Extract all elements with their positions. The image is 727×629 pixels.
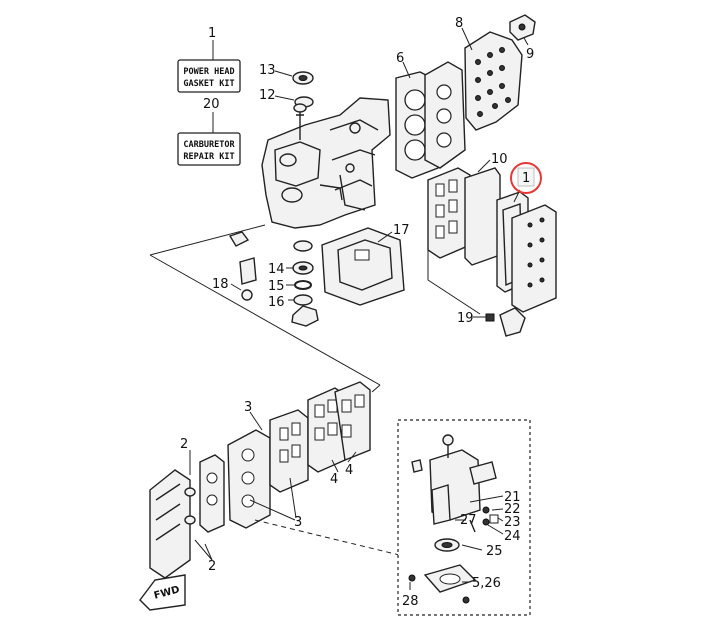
- part-4-reed-valve[interactable]: 4 4: [307, 381, 371, 487]
- part-11-cover-gasket[interactable]: 1: [496, 162, 557, 313]
- part-9-thermostat-cover[interactable]: 9: [509, 14, 536, 62]
- part-14-oil-seal[interactable]: 14: [268, 240, 314, 277]
- part-3-reed-valve-gasket[interactable]: 3 3: [227, 400, 309, 530]
- part-2-silencer-gasket[interactable]: 2 2: [149, 437, 225, 579]
- power-head-gasket-kit[interactable]: 1 POWER HEAD GASKET KIT: [177, 26, 241, 93]
- callout-5-26[interactable]: 5,26: [472, 576, 501, 591]
- kit-line-1: POWER HEAD: [183, 67, 234, 77]
- callout-9: 9: [526, 47, 534, 62]
- highlight-circle: [510, 162, 542, 194]
- callout-6: 6: [396, 51, 404, 66]
- kit-line-3: CARBURETOR: [183, 140, 235, 150]
- callout-1: 1: [522, 171, 530, 186]
- callout-25[interactable]: 25: [486, 544, 503, 559]
- callout-27[interactable]: 27: [460, 513, 477, 528]
- callout-8: 8: [455, 16, 463, 31]
- part-8-cover-gasket[interactable]: 8: [455, 16, 523, 131]
- callout-17: 17: [393, 223, 410, 238]
- callout-28[interactable]: 28: [402, 594, 419, 609]
- callout-2a: 2: [180, 437, 188, 452]
- callout-22[interactable]: 22: [504, 502, 521, 517]
- callout-10: 10: [491, 152, 508, 167]
- callout-21[interactable]: 21: [504, 490, 521, 505]
- carburetor-repair-kit[interactable]: 20 CARBURETOR REPAIR KIT: [177, 97, 241, 166]
- callout-23[interactable]: 23: [504, 515, 521, 530]
- fwd-arrow: FWD: [139, 574, 186, 611]
- part-18-gasket[interactable]: 18: [212, 231, 257, 301]
- callout-3a: 3: [244, 400, 252, 415]
- callout-18: 18: [212, 277, 229, 292]
- callout-4b: 4: [345, 463, 353, 478]
- kit-number-20: 20: [203, 97, 220, 112]
- callout-3b: 3: [294, 515, 302, 530]
- callout-13: 13: [259, 63, 276, 78]
- kit-number-1: 1: [208, 26, 216, 41]
- callout-14: 14: [268, 262, 285, 277]
- callout-2b: 2: [208, 559, 216, 574]
- power-head-block: [261, 97, 391, 229]
- part-13-oil-seal[interactable]: 13: [259, 63, 314, 85]
- part-19-anode-gasket[interactable]: 19: [457, 307, 526, 337]
- callout-19: 19: [457, 311, 474, 326]
- cylinder-head: [424, 61, 466, 169]
- part-10-exhaust-gasket[interactable]: 10: [427, 152, 508, 266]
- callout-16: 16: [268, 295, 285, 310]
- part-12-seal[interactable]: 12: [259, 88, 314, 108]
- callout-12: 12: [259, 88, 276, 103]
- part-17-base-gasket[interactable]: 17: [321, 223, 410, 306]
- part-16-oil-seal-housing[interactable]: 16: [268, 294, 319, 327]
- part-15-o-ring[interactable]: 15: [268, 279, 312, 294]
- callout-24[interactable]: 24: [504, 529, 521, 544]
- carburetor-inset: [397, 419, 531, 616]
- callout-15: 15: [268, 279, 285, 294]
- callout-4a: 4: [330, 472, 338, 487]
- kit-line-2: GASKET KIT: [183, 79, 234, 89]
- kit-line-4: REPAIR KIT: [183, 152, 234, 162]
